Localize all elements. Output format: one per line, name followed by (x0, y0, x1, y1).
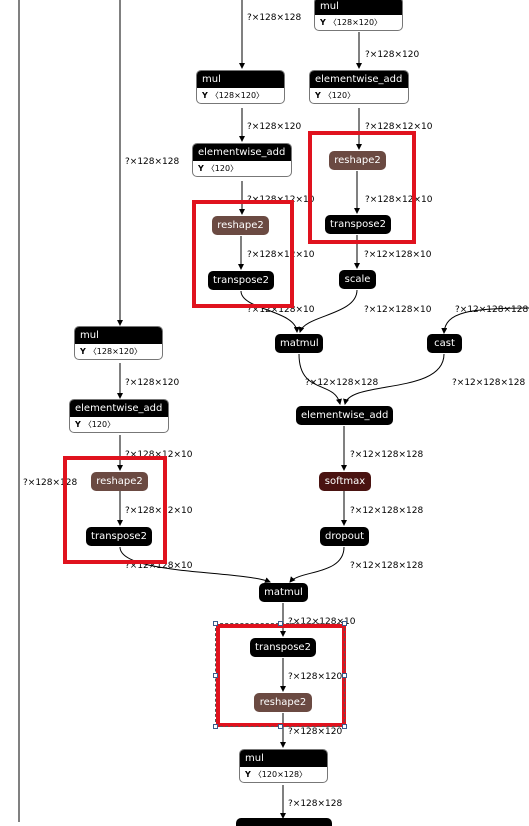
label-transpose-left-in: ?×128×12×10 (125, 506, 193, 516)
label-reshape-out-in: ?×128×120 (288, 672, 342, 682)
node-mul-left[interactable]: mul Y〈128×120〉 (74, 326, 163, 360)
label-ea-mid-in-a: ?×12×128×128 (305, 378, 378, 388)
label-matmul1-in-a: ?×12×128×10 (247, 305, 315, 315)
label-scale-in: ?×12×128×10 (364, 250, 432, 260)
node-mul-out[interactable]: mul Y〈120×128〉 (239, 749, 328, 783)
edge-ea-mid-in-a (298, 353, 342, 405)
edge-matmul1-in-a (240, 290, 300, 333)
node-title: mul (315, 0, 402, 15)
node-mul-top[interactable]: mul Y〈128×120〉 (314, 0, 403, 31)
resize-handle[interactable] (342, 621, 347, 626)
node-cast[interactable]: cast (427, 334, 462, 353)
label-transpose-a-in: ?×128×12×10 (247, 250, 315, 260)
node-attr: Y〈120〉 (198, 164, 239, 173)
node-transpose2-b[interactable]: transpose2 (325, 215, 391, 234)
node-matmul-1[interactable]: matmul (275, 334, 323, 353)
label-ea-mid-in-b: ?×12×128×128 (452, 378, 525, 388)
resize-handle[interactable] (213, 673, 218, 678)
edge-cast-in (441, 307, 529, 334)
label-softmax-in: ?×12×128×128 (350, 450, 423, 460)
node-attr: Y〈120〉 (315, 91, 356, 100)
node-reshape2-left[interactable]: reshape2 (91, 472, 148, 491)
edge-ea-mid-in-b (343, 353, 445, 405)
label-matmul2-in-a: ?×12×128×10 (125, 561, 193, 571)
label-matmul2-in-b: ?×12×128×128 (350, 561, 423, 571)
resize-handle[interactable] (342, 673, 347, 678)
node-attr: Y〈128×120〉 (320, 18, 383, 27)
node-mul-a[interactable]: mul Y〈128×120〉 (196, 70, 285, 104)
label-reshape-left-in: ?×128×12×10 (125, 450, 193, 460)
label-ea-a-in: ?×128×120 (247, 122, 301, 132)
resize-handle[interactable] (342, 724, 347, 729)
node-matmul-2[interactable]: matmul (259, 583, 308, 602)
node-attr: Y〈120〉 (75, 420, 116, 429)
node-elementwise-add-mid[interactable]: elementwise_add (296, 406, 393, 425)
node-elementwise-add-top[interactable]: elementwise_add Y〈120〉 (309, 70, 409, 104)
resize-handle[interactable] (278, 724, 283, 729)
node-title: elementwise_add (70, 400, 168, 417)
node-transpose2-left[interactable]: transpose2 (86, 527, 152, 546)
node-attr: Y〈120×128〉 (245, 770, 308, 779)
label-left-long: ?×128×128 (125, 157, 179, 167)
label-ea-top-in: ?×128×120 (365, 50, 419, 60)
label-cast-in: ?×12×128×128 (455, 305, 528, 315)
highlight-box-mid (192, 200, 294, 308)
label-transpose-b-in: ?×128×12×10 (365, 195, 433, 205)
node-attr: Y〈128×120〉 (80, 347, 143, 356)
node-softmax[interactable]: softmax (319, 472, 371, 491)
highlight-box-right (308, 131, 416, 244)
selection-frame[interactable] (215, 623, 345, 727)
label-out: ?×128×128 (288, 799, 342, 809)
node-reshape2-b[interactable]: reshape2 (329, 151, 386, 170)
edge-matmul2-in-a (119, 546, 271, 583)
edge-matmul2-in-b (289, 546, 345, 583)
resize-handle[interactable] (213, 621, 218, 626)
node-title: mul (197, 71, 284, 88)
highlight-box-left (63, 456, 167, 564)
node-elementwise-add-left[interactable]: elementwise_add Y〈120〉 (69, 399, 169, 433)
node-title: elementwise_add (310, 71, 408, 88)
label-reshape-b-in: ?×128×12×10 (365, 122, 433, 132)
node-title: mul (240, 750, 327, 767)
label-mul-a-in: ?×128×128 (247, 13, 301, 23)
node-elementwise-add-a[interactable]: elementwise_add Y〈120〉 (192, 143, 292, 177)
label-mul-out-in: ?×128×120 (288, 727, 342, 737)
node-bottom-partial[interactable] (236, 818, 332, 826)
resize-handle[interactable] (278, 621, 283, 626)
node-transpose2-out[interactable]: transpose2 (250, 638, 316, 657)
node-dropout[interactable]: dropout (320, 527, 369, 546)
node-reshape2-a[interactable]: reshape2 (212, 216, 269, 235)
label-transpose-out-in: ?×12×128×10 (288, 617, 356, 627)
node-attr: Y〈128×120〉 (202, 91, 265, 100)
label-far-left: ?×128×128 (23, 478, 77, 488)
node-reshape2-out[interactable]: reshape2 (254, 693, 312, 712)
node-title: elementwise_add (193, 144, 291, 161)
label-matmul1-in-b: ?×12×128×10 (364, 305, 432, 315)
resize-handle[interactable] (213, 724, 218, 729)
node-title: mul (75, 327, 162, 344)
node-transpose2-a[interactable]: transpose2 (208, 271, 274, 290)
label-ea-left-in: ?×128×120 (125, 378, 179, 388)
label-dropout-in: ?×12×128×128 (350, 506, 423, 516)
node-scale[interactable]: scale (339, 270, 376, 289)
edge-matmul1-in-b (298, 289, 358, 333)
